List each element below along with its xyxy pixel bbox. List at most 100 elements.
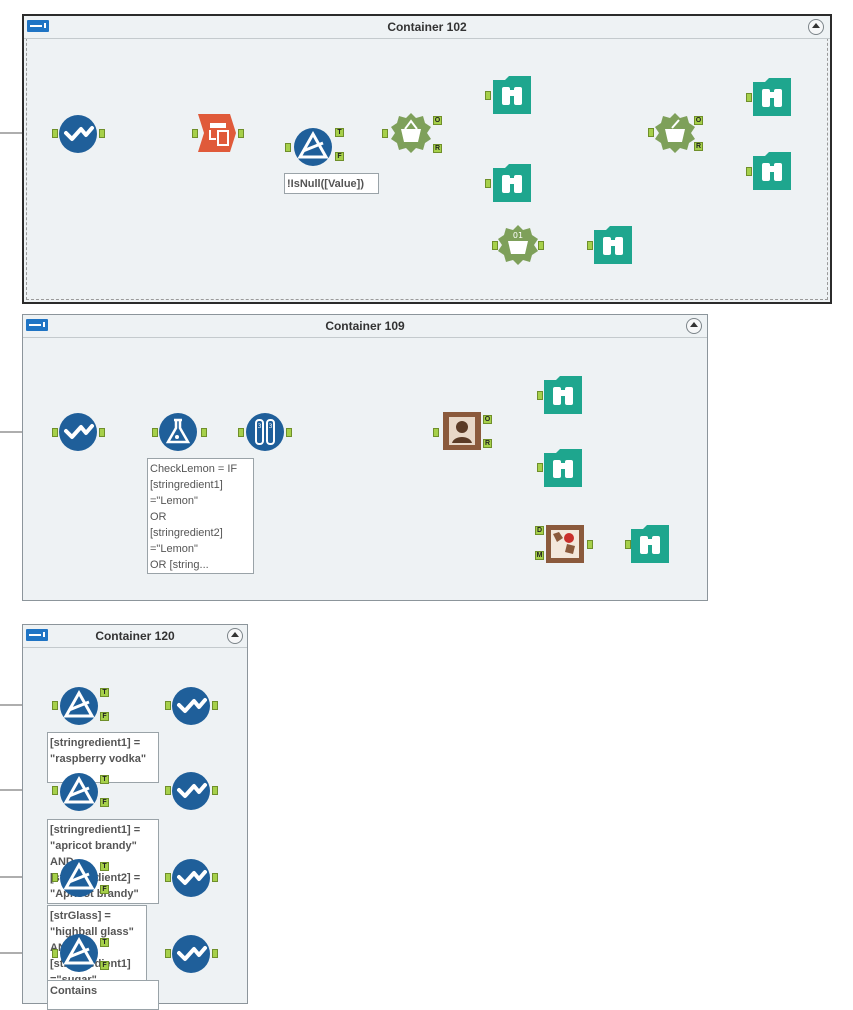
filter-annotation: !IsNull([Value]) <box>284 173 379 194</box>
map-anchor[interactable]: M <box>535 551 544 560</box>
record-id-tool[interactable]: 3 3 <box>245 412 285 452</box>
input-anchor[interactable] <box>285 143 291 152</box>
input-anchor[interactable] <box>52 129 58 138</box>
input-anchor[interactable] <box>537 463 543 472</box>
input-anchor[interactable] <box>165 786 171 795</box>
container-enable-toggle-icon[interactable] <box>26 319 48 331</box>
output-anchor[interactable]: O <box>483 415 492 424</box>
input-anchor[interactable] <box>382 129 388 138</box>
collapse-button-icon[interactable] <box>227 628 243 644</box>
input-anchor[interactable] <box>52 949 58 958</box>
container-header[interactable]: Container 120 <box>23 625 247 648</box>
container-enable-toggle-icon[interactable] <box>27 20 49 32</box>
browse-tool[interactable] <box>631 525 669 563</box>
join-tool[interactable] <box>654 112 696 154</box>
output-anchor[interactable] <box>212 949 218 958</box>
formula-tool[interactable] <box>158 412 198 452</box>
container-enable-toggle-icon[interactable] <box>26 629 48 641</box>
browse-tool-icon <box>544 376 582 414</box>
input-anchor[interactable] <box>238 428 244 437</box>
select-tool[interactable] <box>58 114 98 154</box>
join-tool-icon <box>391 113 431 153</box>
output-anchor[interactable] <box>212 873 218 882</box>
input-anchor[interactable] <box>485 179 491 188</box>
select-tool[interactable] <box>58 412 98 452</box>
input-anchor[interactable] <box>152 428 158 437</box>
false-anchor[interactable]: F <box>100 712 109 721</box>
input-anchor[interactable] <box>746 93 752 102</box>
browse-tool[interactable] <box>594 226 632 264</box>
container-109[interactable]: Container 109 <box>22 314 708 601</box>
true-anchor[interactable]: T <box>100 688 109 697</box>
container-header[interactable]: Container 109 <box>23 315 707 338</box>
output-anchor[interactable]: O <box>694 116 703 125</box>
output-anchor[interactable] <box>238 129 244 138</box>
output-anchor[interactable] <box>99 428 105 437</box>
report-map-tool[interactable] <box>545 524 585 564</box>
true-anchor[interactable]: T <box>100 775 109 784</box>
container-102[interactable]: Container 102 <box>22 14 832 304</box>
input-anchor[interactable] <box>492 241 498 250</box>
input-anchor[interactable] <box>192 129 198 138</box>
input-anchor[interactable] <box>52 701 58 710</box>
join-tool[interactable]: 01 <box>497 224 539 266</box>
select-tool[interactable] <box>171 858 211 898</box>
filter-tool[interactable] <box>59 772 99 812</box>
report-tool[interactable] <box>442 411 482 451</box>
join-tool[interactable] <box>390 112 432 154</box>
select-tool[interactable] <box>171 686 211 726</box>
output-anchor[interactable]: O <box>433 116 442 125</box>
input-anchor[interactable] <box>587 241 593 250</box>
filter-tool[interactable] <box>59 686 99 726</box>
input-anchor[interactable] <box>648 128 654 137</box>
data-anchor[interactable]: D <box>535 526 544 535</box>
output-anchor[interactable] <box>201 428 207 437</box>
browse-tool[interactable] <box>493 76 531 114</box>
browse-tool[interactable] <box>544 449 582 487</box>
select-tool[interactable] <box>171 934 211 974</box>
true-anchor[interactable]: T <box>100 862 109 871</box>
output-anchor[interactable] <box>212 701 218 710</box>
right-anchor[interactable]: R <box>433 144 442 153</box>
input-anchor[interactable] <box>165 949 171 958</box>
select-tool[interactable] <box>171 771 211 811</box>
record-id-tool-icon: 3 3 <box>246 413 284 451</box>
output-anchor[interactable] <box>538 241 544 250</box>
container-header[interactable]: Container 102 <box>24 16 830 39</box>
output-anchor[interactable] <box>212 786 218 795</box>
false-anchor[interactable]: F <box>100 885 109 894</box>
collapse-button-icon[interactable] <box>808 19 824 35</box>
input-anchor[interactable] <box>52 428 58 437</box>
browse-tool-icon <box>631 525 669 563</box>
output-anchor[interactable] <box>286 428 292 437</box>
input-anchor[interactable] <box>165 873 171 882</box>
output-anchor[interactable] <box>99 129 105 138</box>
input-anchor[interactable] <box>485 91 491 100</box>
false-anchor[interactable]: F <box>335 152 344 161</box>
filter-tool-icon <box>294 128 332 166</box>
filter-tool[interactable] <box>59 933 99 973</box>
browse-tool[interactable] <box>493 164 531 202</box>
true-anchor[interactable]: T <box>335 128 344 137</box>
input-anchor[interactable] <box>433 428 439 437</box>
false-anchor[interactable]: F <box>100 798 109 807</box>
right-anchor[interactable]: R <box>694 142 703 151</box>
browse-tool[interactable] <box>753 78 791 116</box>
true-anchor[interactable]: T <box>100 938 109 947</box>
browse-tool-icon <box>594 226 632 264</box>
browse-tool[interactable] <box>753 152 791 190</box>
input-anchor[interactable] <box>537 391 543 400</box>
right-anchor[interactable]: R <box>483 439 492 448</box>
output-anchor[interactable] <box>587 540 593 549</box>
transpose-tool[interactable] <box>198 114 236 152</box>
input-anchor[interactable] <box>746 167 752 176</box>
false-anchor[interactable]: F <box>100 961 109 970</box>
input-anchor[interactable] <box>165 701 171 710</box>
filter-tool[interactable] <box>59 858 99 898</box>
input-anchor[interactable] <box>625 540 631 549</box>
filter-tool[interactable] <box>293 127 333 167</box>
browse-tool[interactable] <box>544 376 582 414</box>
input-anchor[interactable] <box>52 873 58 882</box>
input-anchor[interactable] <box>52 786 58 795</box>
collapse-button-icon[interactable] <box>686 318 702 334</box>
